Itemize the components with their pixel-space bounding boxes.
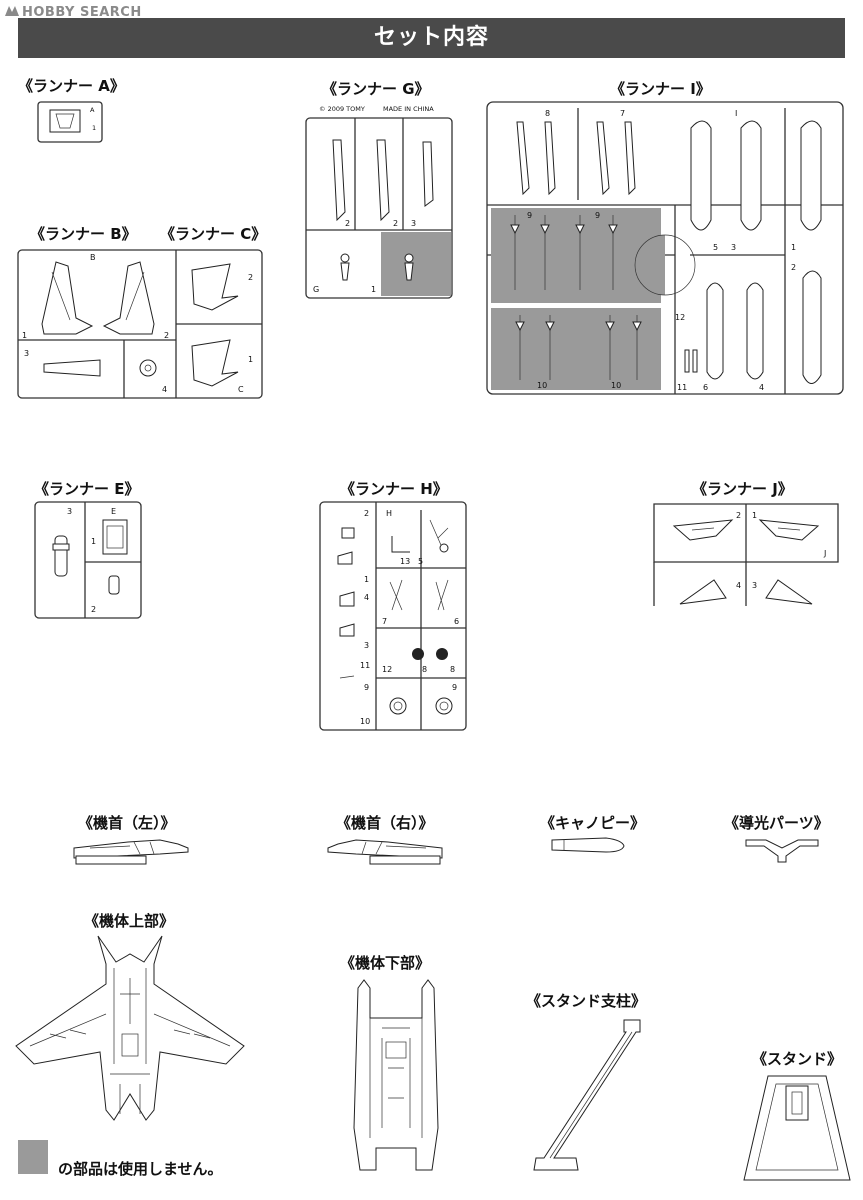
svg-text:1: 1 [91,537,96,546]
svg-text:4: 4 [364,593,369,602]
canopy-label: 《キャノピー》 [540,814,646,832]
svg-text:4: 4 [162,385,167,394]
svg-text:4: 4 [736,581,741,590]
svg-text:1: 1 [752,511,757,520]
svg-text:12: 12 [675,313,685,322]
svg-text:3: 3 [364,641,369,650]
lower-body-part [346,978,446,1178]
svg-text:7: 7 [382,617,387,626]
svg-text:3: 3 [731,243,736,252]
runner-i-label: 《ランナー Ⅰ》 [610,80,711,98]
svg-text:9: 9 [595,211,600,220]
svg-text:8: 8 [545,109,550,118]
svg-text:I: I [735,109,737,118]
svg-text:1: 1 [248,355,253,364]
canopy-part [546,834,630,856]
svg-text:2: 2 [791,263,796,272]
svg-text:10: 10 [611,381,621,390]
svg-text:13: 13 [400,557,410,566]
svg-text:9: 9 [364,683,369,692]
runner-c-label: 《ランナー C》 [160,225,267,243]
svg-text:3: 3 [24,349,29,358]
svg-text:2: 2 [364,509,369,518]
svg-text:2: 2 [164,331,169,340]
runner-h-label: 《ランナー H》 [340,480,448,498]
hobby-search-logo-icon [5,6,19,16]
svg-text:2: 2 [736,511,741,520]
lower-body-label: 《機体下部》 [340,954,431,972]
svg-text:10: 10 [360,717,370,726]
svg-text:G: G [313,285,319,294]
stand-part [742,1072,852,1184]
svg-text:3: 3 [67,507,72,516]
svg-text:11: 11 [677,383,687,392]
unused-parts-swatch [18,1140,48,1174]
svg-text:8: 8 [422,665,427,674]
svg-text:J: J [823,549,826,558]
svg-text:2: 2 [248,273,253,282]
runner-g-diagram: © 2009 TOMY MADE IN CHINA 2 2 3 G 1 [305,100,455,300]
runner-e-diagram: 3 E 1 2 [33,500,145,622]
svg-text:10: 10 [537,381,547,390]
upper-body-label: 《機体上部》 [84,912,175,930]
svg-text:1: 1 [22,331,27,340]
svg-text:5: 5 [713,243,718,252]
svg-text:B: B [90,253,96,262]
svg-text:9: 9 [452,683,457,692]
runner-g-label: 《ランナー G》 [322,80,430,98]
svg-text:6: 6 [454,617,459,626]
nose-right-label: 《機首（右）》 [336,814,434,832]
svg-text:2: 2 [393,219,398,228]
stand-post-label: 《スタンド支柱》 [526,992,647,1010]
svg-text:C: C [238,385,244,394]
watermark: HOBBY SEARCH [4,4,142,20]
runner-i-diagram: 8 7 I 5 3 1 9 9 10 10 12 11 6 4 [485,100,845,396]
svg-text:6: 6 [703,383,708,392]
runner-h-diagram: 2 H 13 5 1 4 7 6 3 12 8 8 11 9 9 10 [318,500,468,732]
runner-g-copyright: © 2009 TOMY [319,105,365,113]
svg-text:8: 8 [450,665,455,674]
svg-text:2: 2 [91,605,96,614]
svg-text:7: 7 [620,109,625,118]
svg-text:E: E [111,507,116,516]
svg-text:3: 3 [752,581,757,590]
svg-text:1: 1 [371,285,376,294]
runner-a-label: 《ランナー A》 [18,77,125,95]
runner-b-label: 《ランナー B》 [30,225,137,243]
runner-a-diagram: A 1 [36,100,106,146]
svg-text:12: 12 [382,665,392,674]
runner-g-made-in: MADE IN CHINA [383,105,434,113]
svg-text:H: H [386,509,392,518]
runner-e-label: 《ランナー E》 [34,480,140,498]
svg-text:2: 2 [345,219,350,228]
upper-body-part [10,934,250,1124]
page-title: セット内容 [18,18,845,58]
legend-text: の部品は使用しません。 [58,1160,223,1178]
light-guide-label: 《導光パーツ》 [724,814,829,832]
nose-left-part [70,836,190,870]
runner-bc-diagram: B 1 2 3 4 2 1 C [16,248,266,402]
svg-text:1: 1 [364,575,369,584]
svg-text:5: 5 [418,557,423,566]
nose-right-part [326,836,446,870]
stand-label: 《スタンド》 [752,1050,843,1068]
svg-text:3: 3 [411,219,416,228]
stand-post-part [528,1016,658,1176]
light-guide-part [744,834,820,864]
svg-text:4: 4 [759,383,764,392]
svg-text:1: 1 [791,243,796,252]
svg-text:1: 1 [92,124,96,132]
svg-text:A: A [90,106,95,114]
nose-left-label: 《機首（左）》 [78,814,176,832]
svg-text:11: 11 [360,661,370,670]
runner-j-diagram: 2 1 J 4 3 [652,502,842,612]
runner-j-label: 《ランナー J》 [692,480,793,498]
svg-text:9: 9 [527,211,532,220]
